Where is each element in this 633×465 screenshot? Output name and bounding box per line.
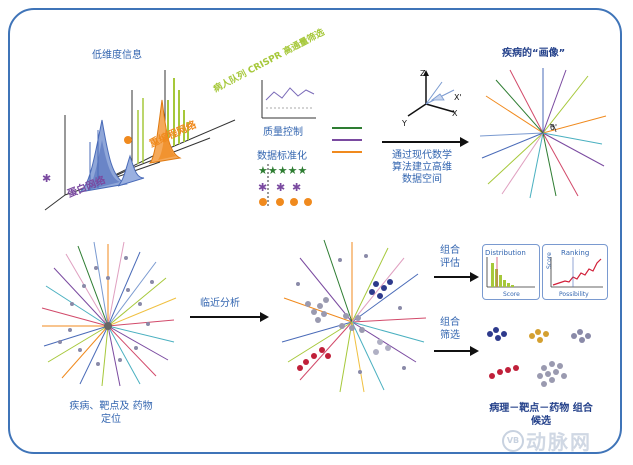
theta-label: θ' (550, 123, 558, 132)
result-caption: 病理－靶点－药物 组合候选 (489, 403, 593, 427)
low-dim-info-title: 低维度信息 (92, 50, 142, 61)
watermark-logo-icon: VB (502, 430, 524, 452)
protein-panel (44, 115, 161, 211)
candidate-clusters (487, 327, 591, 387)
quality-control-label: 质量控制 (263, 127, 303, 138)
crispr-panel (114, 70, 236, 176)
qc-mini-chart (261, 80, 316, 119)
left-network-caption: 疾病、靶点及 药物定位 (69, 401, 153, 425)
clustered-network (281, 239, 427, 393)
watermark: VB 动脉网 (500, 424, 620, 458)
ranking-chart: Ranking Score Possibility (542, 244, 608, 300)
math-space-text: 通过现代数学 算法建立高维 数据空间 (392, 150, 452, 185)
svg-text:✱: ✱ (258, 181, 267, 194)
combo-eval-arrow (434, 272, 479, 282)
ranking-title: Ranking (561, 249, 590, 257)
standardization-symbols: ★★★★★ ✱ ✱ ✱ (258, 164, 312, 208)
axis-x-prime: X' (454, 93, 462, 102)
svg-text:★★★★★: ★★★★★ (258, 164, 307, 177)
svg-text:✱: ✱ (276, 181, 285, 194)
svg-text:✱: ✱ (292, 181, 301, 194)
neighbor-arrow (190, 312, 269, 322)
distribution-xlabel: Score (503, 291, 520, 298)
diagram-frame (8, 8, 622, 454)
merge-arrow (332, 127, 469, 153)
axes-icon (407, 70, 455, 117)
distribution-title: Distribution (485, 249, 526, 257)
disease-network (41, 241, 177, 387)
purple-star: ✱ (42, 172, 51, 185)
portrait-star (479, 68, 607, 199)
data-standardization-label: 数据标准化 (257, 151, 307, 162)
orange-dot (124, 136, 132, 144)
axis-y: Y (402, 119, 407, 128)
disease-portrait-title: 疾病的“画像” (502, 48, 566, 59)
axis-z: Z (420, 69, 426, 78)
neighbor-analysis-label: 临近分析 (200, 298, 240, 309)
axis-x: X (452, 109, 458, 118)
combo-eval-label: 组合 评估 (440, 245, 460, 269)
combo-screen-label: 组合 筛选 (440, 317, 460, 341)
combo-screen-arrow (434, 346, 479, 356)
distribution-chart: Distribution Score (482, 244, 540, 300)
ranking-xlabel: Possibility (559, 291, 589, 298)
watermark-text: 动脉网 (526, 430, 592, 454)
peak-plots: ✱ (42, 70, 236, 211)
